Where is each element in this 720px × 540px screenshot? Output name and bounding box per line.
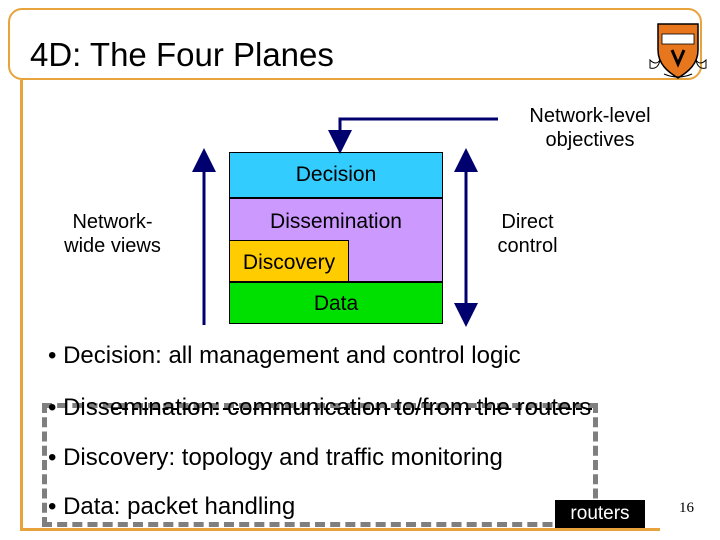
routers-label: routers [555,500,645,528]
bullet-data: • Data: packet handling [48,493,296,520]
princeton-shield-icon [649,23,707,79]
bullet-discovery: • Discovery: topology and traffic monito… [48,444,503,471]
discovery-plane: Discovery [229,240,349,282]
bullet-text: : communication to/from the routers [213,394,592,421]
network-level-objectives-label: Network-level objectives [529,105,651,151]
dashed-strike-line [112,408,592,410]
data-plane: Data [229,282,443,324]
bullet-term: Decision [63,342,156,369]
objectives-arrow [328,117,498,154]
bullet-text: : packet handling [113,493,296,520]
network-wide-views-label: Network- wide views [64,211,161,257]
page-number: 16 [679,500,694,516]
title-frame [8,8,702,80]
slide-title: 4D: The Four Planes [30,36,334,73]
left-frame-rule [20,80,23,530]
bullet-text: : all management and control logic [155,342,521,369]
bullet-term: Data [63,493,114,520]
bullet-term: Discovery [63,444,169,471]
bullet-decision: • Decision: all management and control l… [48,342,521,369]
direct-control-label: Direct control [497,211,558,257]
bullet-text: : topology and traffic monitoring [168,444,503,471]
routers-dashed-outline [42,403,598,527]
bullet-dissemination: • Dissemination: communication to/from t… [48,394,592,421]
bullet-term: Dissemination [63,394,214,421]
bottom-frame-rule [20,528,660,531]
dissemination-label: Dissemination [270,210,402,233]
